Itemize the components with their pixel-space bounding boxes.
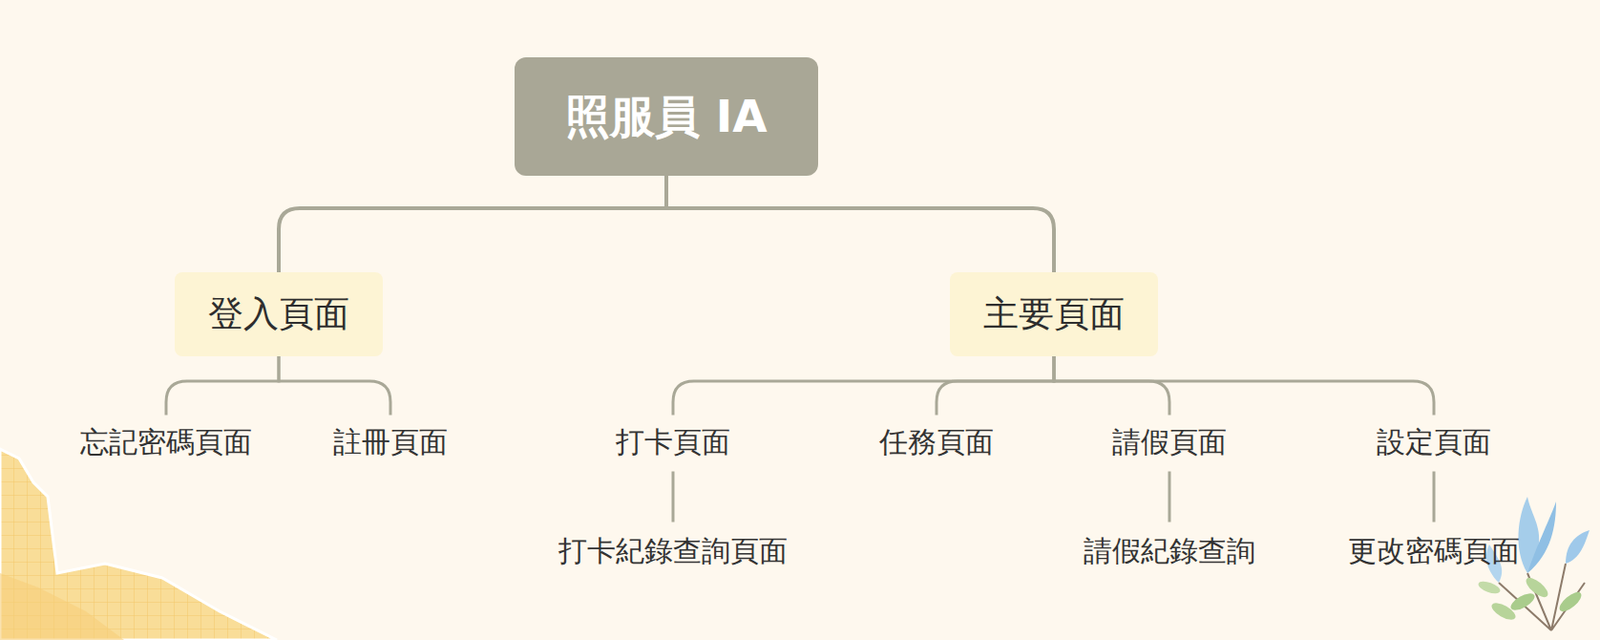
page-label: 忘記密碼頁面: [61, 415, 272, 470]
root-box: 照服員 IA: [514, 57, 819, 176]
node-text: 主要頁面: [983, 290, 1125, 338]
page-label: 請假紀錄查詢: [1064, 524, 1275, 579]
node-text: 註冊頁面: [333, 422, 448, 463]
page-label: 更改密碼頁面: [1328, 524, 1539, 579]
grid-paper: [0, 448, 277, 640]
page-label: 任務頁面: [860, 415, 1013, 470]
tree-connector: [672, 471, 675, 523]
tree-connector: [1053, 356, 1170, 416]
section-box: 主要頁面: [949, 272, 1158, 357]
tree-connector: [1168, 471, 1172, 523]
node-text: 打卡紀錄查詢頁面: [558, 531, 788, 571]
tree-connector: [673, 356, 1054, 416]
grid-paper-shadow: [0, 572, 125, 640]
tree-connector: [166, 356, 279, 416]
page-label: 註冊頁面: [314, 415, 467, 470]
tree-connector: [278, 175, 667, 273]
node-text: 忘記密碼頁面: [80, 422, 253, 463]
page-label: 請假頁面: [1093, 415, 1246, 470]
node-text: 任務頁面: [879, 422, 994, 463]
node-text: 更改密碼頁面: [1347, 531, 1520, 571]
node-text: 設定頁面: [1376, 422, 1492, 463]
tree-connector: [1432, 471, 1436, 523]
node-text: 打卡頁面: [615, 422, 731, 463]
section-box: 登入頁面: [174, 272, 383, 357]
node-text: 登入頁面: [208, 290, 350, 338]
tree-connector: [278, 356, 391, 416]
page-label: 設定頁面: [1357, 415, 1511, 470]
tree-connector: [666, 175, 1054, 273]
page-label: 打卡頁面: [596, 415, 750, 470]
tree-connector: [1053, 356, 1434, 416]
node-text: 照服員 IA: [565, 86, 767, 148]
node-text: 請假紀錄查詢: [1083, 531, 1256, 571]
node-text: 請假頁面: [1112, 422, 1227, 463]
tree-connector: [936, 356, 1054, 416]
page-label: 打卡紀錄查詢頁面: [539, 524, 807, 579]
